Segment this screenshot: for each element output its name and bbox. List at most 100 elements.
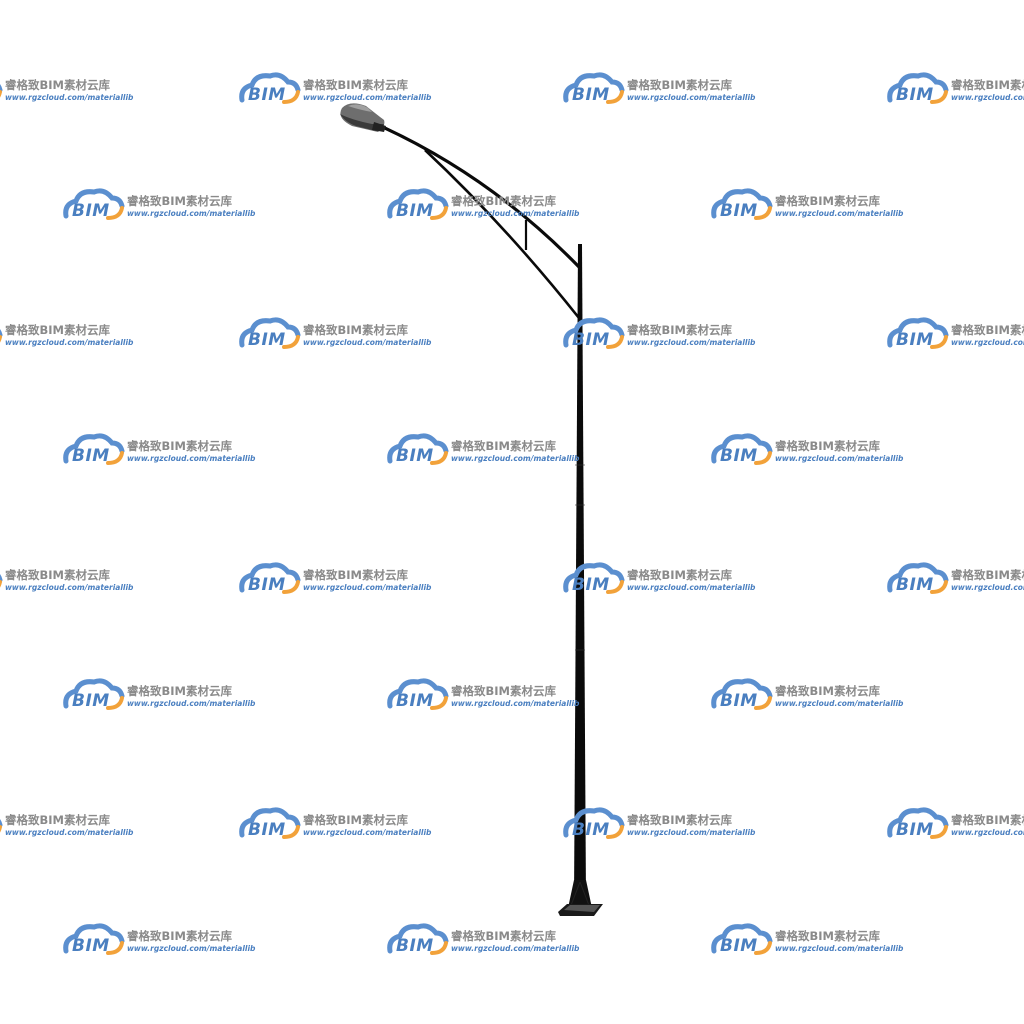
watermark-url: www.rgzcloud.com/materiallib xyxy=(451,454,580,463)
watermark-title: 睿格致BIM素材云库 xyxy=(5,78,110,92)
watermark-title: 睿格致BIM素材云库 xyxy=(775,684,880,698)
cloud-logo-icon xyxy=(387,923,449,955)
cloud-logo-orange-arc xyxy=(430,206,448,220)
watermark-title: 睿格致BIM素材云库 xyxy=(451,194,556,208)
cloud-logo-orange-arc xyxy=(106,451,124,465)
cloud-logo-blue-arc xyxy=(63,433,125,464)
cloud-logo-blue-arc xyxy=(563,562,625,593)
cloud-logo-blue-arc xyxy=(563,317,625,348)
watermark-tile: BIM 睿格致BIM素材云库 www.rgzcloud.com/material… xyxy=(386,431,580,471)
watermark-url: www.rgzcloud.com/materiallib xyxy=(127,699,256,708)
watermark-tile: BIM 睿格致BIM素材云库 www.rgzcloud.com/material… xyxy=(62,676,256,716)
watermark-title: 睿格致BIM素材云库 xyxy=(5,568,110,582)
cloud-logo-icon xyxy=(563,317,625,349)
watermark-title: 睿格致BIM素材云库 xyxy=(627,78,732,92)
cloud-logo-blue-arc xyxy=(887,72,949,103)
watermark-title: 睿格致BIM素材云库 xyxy=(451,439,556,453)
watermark-title: 睿格致BIM素材云库 xyxy=(951,568,1024,582)
cloud-logo-orange-arc xyxy=(430,451,448,465)
cloud-logo-icon xyxy=(0,84,3,98)
cloud-logo-orange-arc xyxy=(606,580,624,594)
cloud-logo-blue-arc xyxy=(63,678,125,709)
watermark-logo-text: BIM xyxy=(572,330,610,350)
cloud-logo-icon xyxy=(0,819,3,833)
watermark-tile: BIM 睿格致BIM素材云库 www.rgzcloud.com/material… xyxy=(886,805,1024,845)
watermark-tile: BIM 睿格致BIM素材云库 www.rgzcloud.com/material… xyxy=(62,186,255,226)
watermark-title: 睿格致BIM素材云库 xyxy=(951,323,1024,337)
watermark-url: www.rgzcloud.com/materiallib xyxy=(451,944,580,953)
cloud-logo-blue-arc xyxy=(711,188,773,219)
watermark-logo-text: BIM xyxy=(396,201,434,221)
watermark-title: 睿格致BIM素材云库 xyxy=(303,813,408,827)
cloud-logo-icon xyxy=(887,807,949,839)
cloud-logo-orange-arc xyxy=(754,941,772,955)
watermark-url: www.rgzcloud.com/materiallib xyxy=(951,583,1024,592)
cloud-logo-blue-arc xyxy=(563,807,625,838)
watermark-url: www.rgzcloud.com/materiallib xyxy=(303,828,432,837)
watermark-url: www.rgzcloud.com/materiallib xyxy=(303,93,432,102)
cloud-logo-orange-arc xyxy=(106,206,124,220)
watermark-title: 睿格致BIM素材云库 xyxy=(127,194,232,208)
watermark-url: www.rgzcloud.com/materiallib xyxy=(627,828,756,837)
watermark-logo-text: BIM xyxy=(720,446,758,466)
watermark-url: www.rgzcloud.com/materiallib xyxy=(775,699,904,708)
watermark-url: www.rgzcloud.com/materiallib xyxy=(627,93,756,102)
watermark-tile: BIM 睿格致BIM素材云库 www.rgzcloud.com/material… xyxy=(0,70,134,110)
watermark-url: www.rgzcloud.com/materiallib xyxy=(775,454,904,463)
watermark-logo-text: BIM xyxy=(896,575,934,595)
watermark-tile: BIM 睿格致BIM素材云库 www.rgzcloud.com/material… xyxy=(0,315,134,355)
cloud-logo-blue-arc xyxy=(239,807,301,838)
watermark-url: www.rgzcloud.com/materiallib xyxy=(451,699,580,708)
watermark-title: 睿格致BIM素材云库 xyxy=(775,194,880,208)
watermark-logo-text: BIM xyxy=(72,446,110,466)
cloud-logo-icon xyxy=(711,188,773,220)
watermark-tile: BIM 睿格致BIM素材云库 www.rgzcloud.com/material… xyxy=(386,186,579,226)
cloud-logo-icon xyxy=(239,317,301,349)
base-gusset xyxy=(569,881,581,909)
watermark-url: www.rgzcloud.com/materiallib xyxy=(5,338,134,347)
watermark-title: 睿格致BIM素材云库 xyxy=(303,568,408,582)
watermark-url: www.rgzcloud.com/materiallib xyxy=(127,454,256,463)
cloud-logo-icon xyxy=(563,807,625,839)
cloud-logo-icon xyxy=(387,433,449,465)
watermark-title: 睿格致BIM素材云库 xyxy=(775,929,880,943)
watermark-tile: BIM 睿格致BIM素材云库 www.rgzcloud.com/material… xyxy=(562,805,756,845)
watermark-logo-text: BIM xyxy=(72,201,110,221)
cloud-logo-orange-arc xyxy=(430,941,448,955)
watermark-tile: BIM 睿格致BIM素材云库 www.rgzcloud.com/material… xyxy=(0,560,134,600)
watermark-title: 睿格致BIM素材云库 xyxy=(5,323,110,337)
cloud-logo-orange-arc xyxy=(930,580,948,594)
watermark-tile: BIM 睿格致BIM素材云库 www.rgzcloud.com/material… xyxy=(562,315,755,355)
watermark-tile: BIM 睿格致BIM素材云库 www.rgzcloud.com/material… xyxy=(62,921,255,961)
cloud-logo-blue-arc xyxy=(711,433,773,464)
watermark-url: www.rgzcloud.com/materiallib xyxy=(951,93,1024,102)
cloud-logo-icon xyxy=(711,678,773,710)
cloud-logo-icon xyxy=(0,329,3,343)
watermark-tile: BIM 睿格致BIM素材云库 www.rgzcloud.com/material… xyxy=(886,315,1024,355)
watermark-logo-text: BIM xyxy=(72,936,110,956)
watermark-logo-text: BIM xyxy=(572,85,610,105)
watermark-url: www.rgzcloud.com/materiallib xyxy=(5,583,134,592)
cloud-logo-blue-arc xyxy=(387,188,449,219)
cloud-logo-icon xyxy=(711,923,773,955)
cloud-logo-orange-arc xyxy=(282,90,300,104)
base-plate-top xyxy=(564,905,600,912)
cloud-logo-icon xyxy=(239,562,301,594)
watermark-title: 睿格致BIM素材云库 xyxy=(627,323,732,337)
cloud-logo-blue-arc xyxy=(887,807,949,838)
watermark-logo-text: BIM xyxy=(248,330,286,350)
cloud-logo-blue-arc xyxy=(63,188,125,219)
cloud-logo-orange-arc xyxy=(282,335,300,349)
watermark-title: 睿格致BIM素材云库 xyxy=(5,813,110,827)
watermark-tile: BIM 睿格致BIM素材云库 www.rgzcloud.com/material… xyxy=(710,186,903,226)
watermark-title: 睿格致BIM素材云库 xyxy=(951,813,1024,827)
cloud-logo-orange-arc xyxy=(430,696,448,710)
watermark-logo-text: BIM xyxy=(720,201,758,221)
watermark-logo-text: BIM xyxy=(896,85,934,105)
cloud-logo-orange-arc xyxy=(106,696,124,710)
watermark-logo-text: BIM xyxy=(248,820,286,840)
watermark-logo-text: BIM xyxy=(896,820,934,840)
cloud-logo-icon xyxy=(887,562,949,594)
watermark-url: www.rgzcloud.com/materiallib xyxy=(5,93,134,102)
